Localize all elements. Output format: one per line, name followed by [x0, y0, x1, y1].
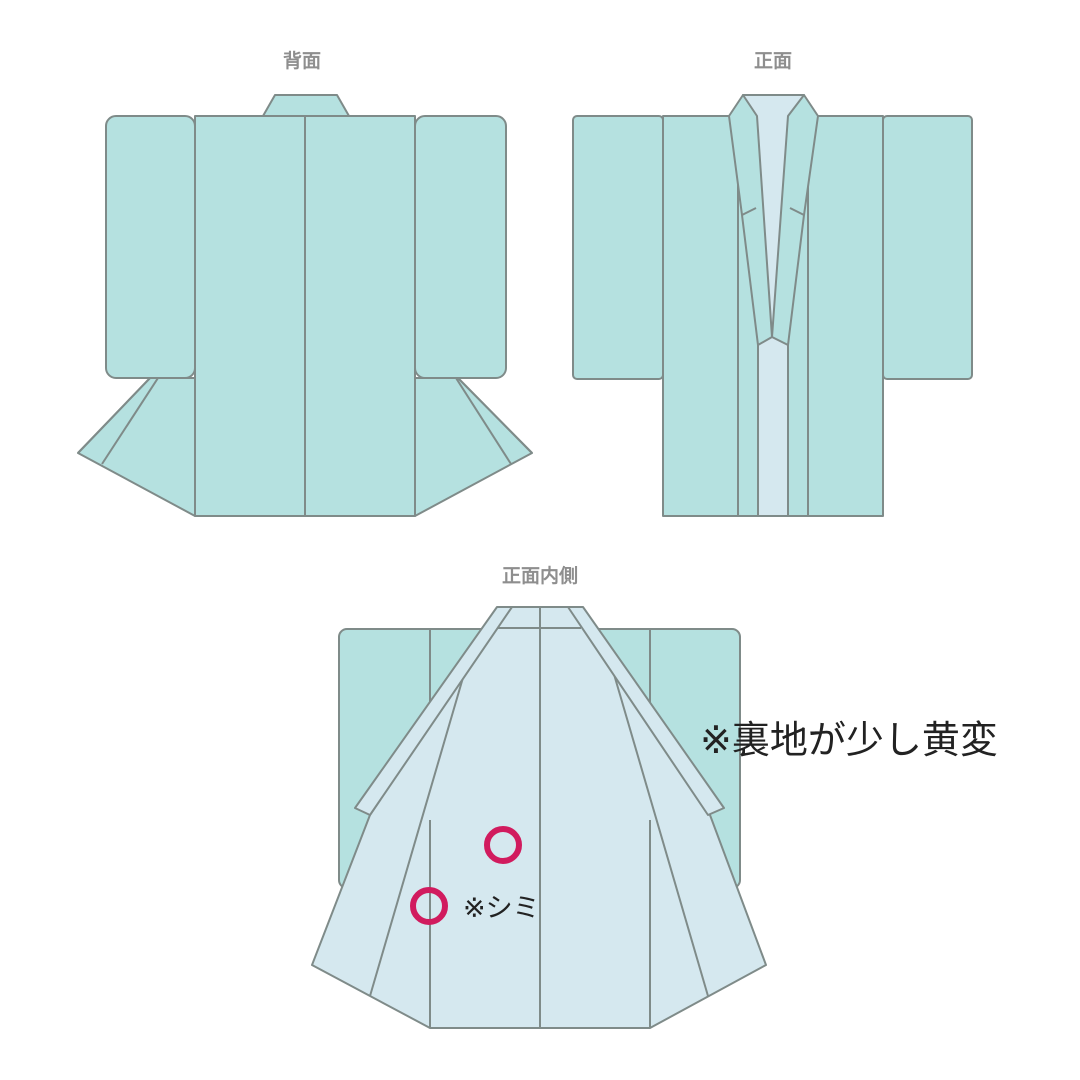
- back-right-sleeve: [414, 115, 507, 379]
- inside-left-collar: [354, 606, 513, 816]
- back-left-skirt: [77, 377, 196, 517]
- stain-marker-upper: [484, 826, 522, 864]
- back-left-sleeve: [105, 115, 196, 379]
- front-view-label: 正面: [753, 50, 792, 72]
- front-view: [572, 94, 973, 517]
- back-collar: [262, 94, 350, 117]
- inside-view-label: 正面内側: [501, 565, 578, 587]
- stain-marker-lower: [410, 887, 448, 925]
- front-left-sleeve: [572, 115, 664, 380]
- inside-view: [311, 606, 767, 1029]
- back-view-label: 背面: [282, 50, 321, 72]
- inside-right-collar: [567, 606, 725, 816]
- front-right-sleeve: [882, 115, 973, 380]
- back-view: [77, 94, 533, 517]
- yellowing-note: ※裏地が少し黄変: [700, 718, 998, 762]
- back-right-skirt: [414, 377, 533, 517]
- stain-note: ※シミ: [463, 893, 540, 924]
